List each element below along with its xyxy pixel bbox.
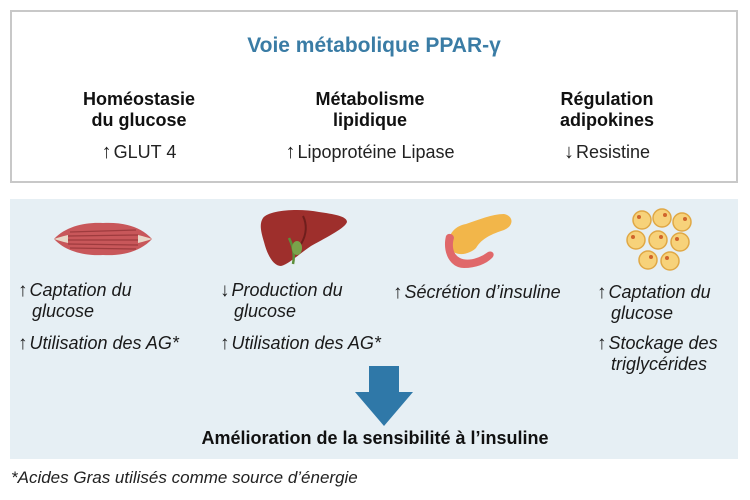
up-arrow-icon: ↑ — [597, 282, 607, 303]
up-arrow-icon: ↑ — [597, 333, 607, 354]
column-heading: Régulation adipokines — [559, 89, 655, 130]
diagram-title: Voie métabolique PPAR-γ — [247, 34, 501, 57]
up-arrow-icon: ↑ — [393, 282, 403, 303]
footnote: *Acides Gras utilisés comme source d’éne… — [11, 468, 358, 487]
adipocyte-effect-glucose-uptake: ↑Captation du glucose — [597, 282, 711, 323]
column-value: ↓Resistine — [563, 141, 651, 163]
pathway-box: Voie métabolique PPAR-γ Homéostasie du g… — [10, 10, 738, 183]
adipocyte-effect-tg-storage: ↑Stockage des triglycérides — [597, 333, 718, 374]
column-heading: Homéostasie du glucose — [82, 89, 196, 130]
down-arrow-icon: ↓ — [220, 280, 230, 301]
column-lipid-metabolism: Métabolisme lipidique ↑Lipoprotéine Lipa… — [260, 89, 480, 163]
pancreas-effect-insulin-secretion: ↑Sécrétion d’insuline — [393, 282, 561, 303]
adipocytes-icon — [626, 208, 692, 271]
liver-icon — [260, 210, 347, 266]
column-glucose-homeostasis: Homéostasie du glucose ↑GLUT 4 — [29, 89, 249, 163]
column-adipokine-regulation: Régulation adipokines ↓Resistine — [497, 89, 717, 163]
column-value: ↑Lipoprotéine Lipase — [285, 141, 455, 163]
up-arrow-icon: ↑ — [18, 333, 28, 354]
column-value: ↑GLUT 4 — [101, 141, 177, 163]
up-arrow-icon: ↑ — [285, 141, 296, 163]
liver-effect-fa-use: ↑Utilisation des AG* — [220, 333, 381, 354]
big-down-arrow-icon — [355, 366, 413, 426]
pancreas-icon — [444, 214, 512, 268]
conclusion-text: Amélioration de la sensibilité à l’insul… — [201, 428, 549, 448]
down-arrow-icon: ↓ — [563, 141, 574, 163]
muscle-effect-fa-use: ↑Utilisation des AG* — [18, 333, 179, 354]
column-heading: Métabolisme lipidique — [315, 89, 425, 130]
up-arrow-icon: ↑ — [220, 333, 230, 354]
up-arrow-icon: ↑ — [101, 141, 112, 163]
liver-effect-glucose-production: ↓Production du glucose — [220, 280, 343, 321]
up-arrow-icon: ↑ — [18, 280, 28, 301]
muscle-effect-glucose-uptake: ↑Captation du glucose — [18, 280, 132, 321]
muscle-icon — [54, 222, 152, 256]
